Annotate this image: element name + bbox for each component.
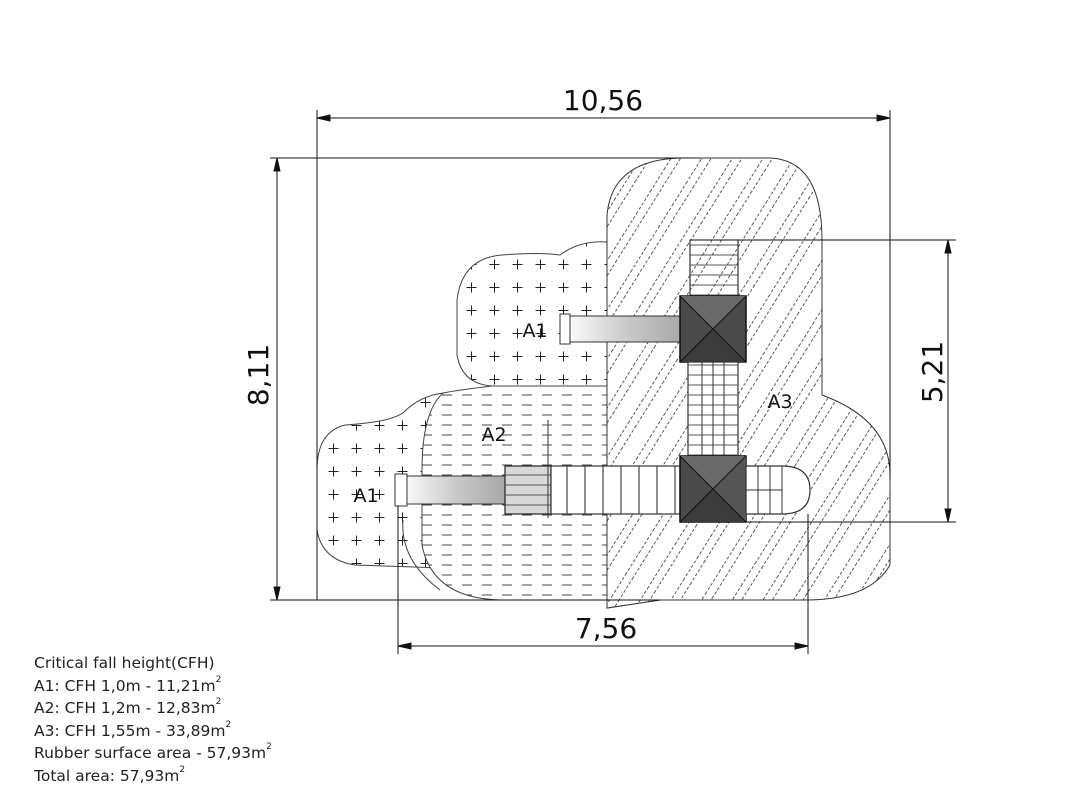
overall-height-label: 8,11 xyxy=(242,344,275,406)
zone-a1-lower-label: A1 xyxy=(353,485,378,507)
zone-a1-lower xyxy=(316,392,444,569)
small-platform xyxy=(504,420,552,518)
legend-a3: A3: CFH 1,55m - 33,89m2 xyxy=(34,719,232,740)
zone-a2-label: A2 xyxy=(481,424,506,446)
upper-tower xyxy=(679,295,747,363)
dimension-overall-height xyxy=(270,157,700,601)
dimension-overall-width xyxy=(316,110,891,600)
equipment-height-label: 5,21 xyxy=(916,341,949,403)
upper-slide xyxy=(559,313,681,345)
legend-title: Critical fall height(CFH) xyxy=(34,654,215,672)
legend-total-area: Total area: 57,93m2 xyxy=(34,764,186,785)
legend-a1: A1: CFH 1,0m - 11,21m2 xyxy=(34,674,222,695)
lower-slide xyxy=(394,473,506,507)
zone-a3-label: A3 xyxy=(767,391,792,413)
top-ladder xyxy=(689,239,739,297)
legend-a2: A2: CFH 1,2m - 12,83m2 xyxy=(34,697,222,718)
cfh-legend: Critical fall height(CFH) A1: CFH 1,0m -… xyxy=(34,652,272,787)
horizontal-bridge xyxy=(550,465,681,515)
zone-a1-upper xyxy=(456,241,608,387)
lower-width-label: 7,56 xyxy=(575,612,637,645)
dimension-equipment-height xyxy=(738,239,956,523)
overall-width-label: 10,56 xyxy=(563,84,643,117)
right-climber xyxy=(745,465,811,515)
dimension-lower-width xyxy=(397,506,809,654)
zone-a1-upper-label: A1 xyxy=(522,320,547,342)
lower-tower xyxy=(679,455,747,523)
legend-rubber-surface: Rubber surface area - 57,93m2 xyxy=(34,742,272,763)
climbing-net xyxy=(687,361,739,457)
